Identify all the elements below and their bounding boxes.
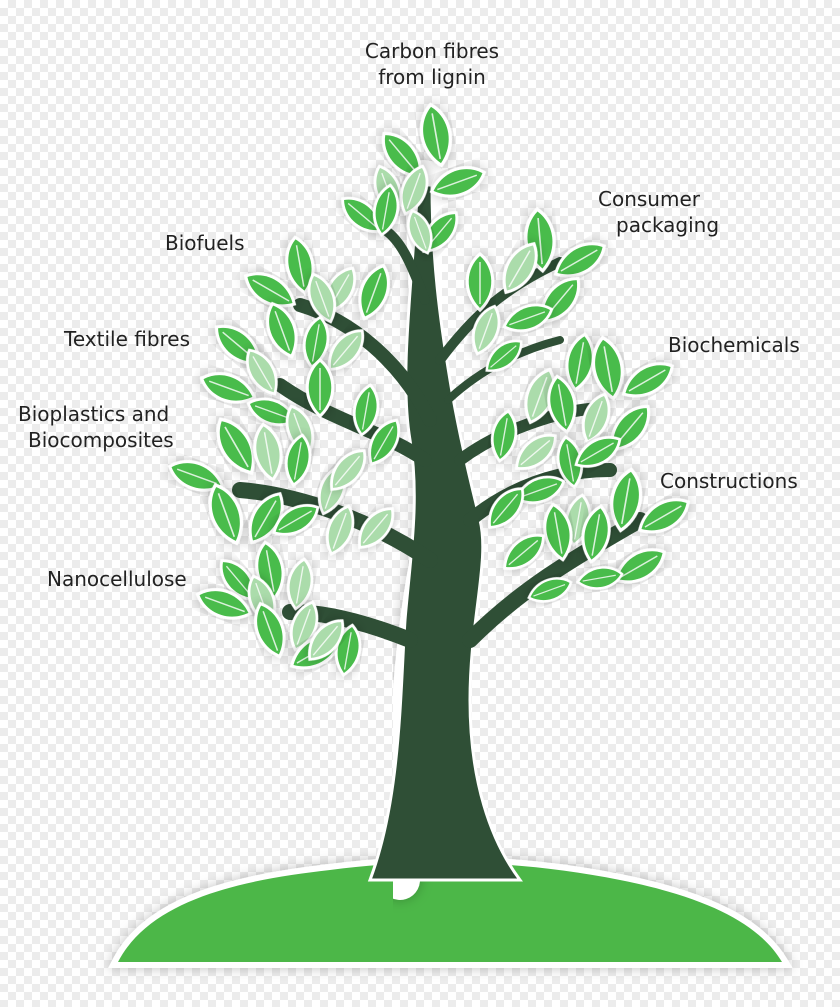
leaf-shape	[613, 548, 666, 584]
leaf-shape	[358, 263, 390, 321]
leaf-shape	[195, 588, 253, 620]
label-carbon-fibres: Carbon fibres from lignin	[352, 38, 512, 90]
leaf-shape	[302, 315, 330, 369]
leaf-shape	[565, 332, 595, 392]
leaf-shape	[305, 358, 335, 419]
leaf-shape	[266, 301, 298, 359]
leaf-shape	[284, 433, 312, 487]
label-nanocellulose: Nanocellulose	[47, 566, 187, 592]
leaf-shape	[325, 504, 355, 556]
label-nanocellulose-text: Nanocellulose	[47, 567, 187, 591]
label-constructions-text: Constructions	[660, 469, 798, 493]
leaf-shape	[502, 303, 554, 333]
label-biofuels: Biofuels	[165, 230, 245, 256]
leaf-shape	[524, 367, 556, 425]
leaf-shape	[368, 418, 400, 466]
label-bioplastics-line1: Bioplastics and	[18, 402, 170, 426]
leaf-shape	[285, 235, 315, 295]
leaf-shape	[503, 533, 545, 570]
leaf-shape	[246, 397, 298, 427]
leaf-shape	[352, 383, 380, 437]
label-bioplastics-line2: Biocomposites	[28, 428, 174, 452]
leaf-shape	[610, 467, 643, 533]
leaf-shape	[527, 577, 573, 603]
leaf-shape	[167, 460, 225, 492]
leaf-shape	[576, 566, 624, 590]
label-textile-fibres-text: Textile fibres	[64, 327, 191, 351]
leaf-shape	[216, 417, 255, 475]
leaf-shape	[485, 339, 523, 372]
leaf-shape	[581, 392, 611, 444]
leaf-shape	[429, 166, 487, 198]
leaf-shape	[574, 436, 622, 468]
leaf-shape	[621, 362, 674, 398]
label-carbon-fibres-line2: from lignin	[378, 65, 486, 89]
leaf-shape	[208, 483, 244, 546]
leaf-shape	[591, 335, 624, 401]
tree-trunk	[232, 160, 648, 900]
leaf-shape	[272, 504, 320, 536]
label-textile-fibres: Textile fibres	[64, 326, 190, 352]
label-constructions: Constructions	[660, 468, 798, 494]
leaf-shape	[419, 102, 452, 168]
label-consumer-packaging: Consumer packaging	[598, 186, 719, 238]
label-biochemicals-text: Biochemicals	[668, 333, 800, 357]
leaf-shape	[330, 449, 367, 491]
label-biochemicals: Biochemicals	[668, 332, 800, 358]
leaf-shape	[502, 242, 538, 295]
leaf-shape	[471, 304, 501, 356]
tree-leaves	[167, 102, 690, 677]
leaf-shape	[286, 557, 314, 611]
leaf-shape	[407, 209, 433, 255]
leaf-shape	[372, 183, 400, 237]
leaf-shape	[246, 348, 278, 396]
leaf-shape	[199, 372, 257, 404]
leaf-shape	[358, 507, 395, 549]
leaf-shape	[465, 252, 495, 313]
leaf-shape	[488, 487, 525, 529]
leaf-shape	[553, 242, 606, 278]
label-biofuels-text: Biofuels	[165, 231, 245, 255]
label-consumer-packaging-line1: Consumer	[598, 187, 700, 211]
leaf-shape	[637, 498, 690, 534]
leaf-shape	[244, 272, 297, 308]
leaf-shape	[399, 164, 429, 216]
leaf-shape	[248, 492, 284, 545]
leaf-shape	[581, 504, 611, 564]
label-bioplastics: Bioplastics and Biocomposites	[18, 401, 174, 453]
leaf-shape	[289, 600, 319, 652]
leaf-shape	[308, 619, 345, 661]
label-carbon-fibres-line1: Carbon fibres	[364, 39, 500, 63]
leaf-shape	[490, 409, 518, 463]
leaf-shape	[307, 272, 337, 324]
leaf-shape	[515, 433, 557, 470]
label-consumer-packaging-line2: packaging	[616, 213, 720, 237]
leaf-shape	[254, 601, 286, 659]
leaf-shape	[547, 374, 577, 434]
leaf-shape	[328, 329, 365, 371]
leaf-shape	[556, 435, 584, 489]
leaf-shape	[253, 422, 283, 482]
leaf-shape	[543, 502, 573, 562]
